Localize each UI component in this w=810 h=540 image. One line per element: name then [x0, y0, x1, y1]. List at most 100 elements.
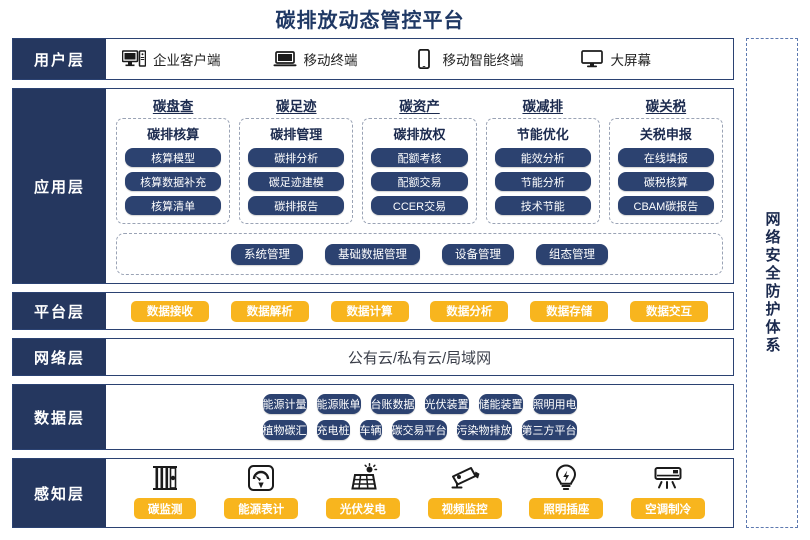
- perception-layer: 感知层 碳监测 能源表计: [12, 458, 734, 528]
- data-pill-storage-device[interactable]: 储能装置: [478, 394, 523, 414]
- app-feature-pill[interactable]: CBAM碳报告: [617, 196, 715, 215]
- platform-pill-data-analysis[interactable]: 数据分析: [430, 300, 509, 322]
- app-column-title: 碳盘查: [152, 99, 194, 114]
- data-pill-ledger-data[interactable]: 台账数据: [370, 394, 415, 414]
- perception-item-video-surveillance[interactable]: 视频监控: [427, 461, 502, 519]
- desktop-tower-icon: [122, 48, 146, 70]
- management-pill-configuration[interactable]: 组态管理: [536, 243, 608, 265]
- data-layer: 数据层 能源计量 能源账单 台账数据 光伏装置 储能装置 照明用电 植物碳汇 充…: [12, 384, 734, 450]
- management-pill-device[interactable]: 设备管理: [442, 243, 514, 265]
- data-pill-energy-bill[interactable]: 能源账单: [316, 394, 361, 414]
- laptop-icon: [273, 48, 297, 70]
- monitor-icon: [580, 48, 604, 70]
- user-item-mobile-terminal[interactable]: 移动终端: [273, 48, 358, 70]
- data-pill-pollutant-emission[interactable]: 污染物排放: [456, 420, 512, 440]
- security-system-label: 网络安全防护体系: [763, 211, 781, 355]
- app-feature-pill[interactable]: 配额考核: [371, 148, 468, 167]
- perception-item-lighting-socket[interactable]: 照明插座: [529, 461, 604, 519]
- app-column-box: 碳排核算 核算模型 核算数据补充 核算清单: [116, 118, 231, 224]
- perception-layer-body: 碳监测 能源表计 光伏发电: [106, 459, 733, 527]
- energy-meter-icon: [246, 461, 276, 493]
- app-column-carbon-reduction: 碳减排 节能优化 能效分析 节能分析 技术节能: [485, 95, 600, 224]
- solar-panel-icon: [348, 461, 378, 493]
- perception-pill[interactable]: 光伏发电: [325, 498, 400, 519]
- app-column-subtitle: 碳排管理: [270, 127, 323, 142]
- user-item-label: 移动终端: [303, 53, 358, 68]
- data-pill-carbon-trading-platform[interactable]: 碳交易平台: [391, 420, 447, 440]
- perception-pill[interactable]: 照明插座: [529, 498, 604, 519]
- app-feature-pill[interactable]: 能效分析: [494, 148, 591, 167]
- data-pill-energy-metering[interactable]: 能源计量: [262, 394, 307, 414]
- network-layer-text: 公有云/私有云/局域网: [347, 349, 492, 367]
- app-column-subtitle: 关税申报: [639, 127, 692, 142]
- data-pill-plant-carbon-sink[interactable]: 植物碳汇: [262, 420, 307, 440]
- perception-item-energy-meter[interactable]: 能源表计: [224, 461, 299, 519]
- application-layer-body: 碳盘查 碳排核算 核算模型 核算数据补充 核算清单 碳足迹 碳排管理 碳排分析 …: [106, 89, 733, 283]
- app-column-box: 节能优化 能效分析 节能分析 技术节能: [485, 118, 600, 224]
- platform-pill-data-storage[interactable]: 数据存储: [530, 300, 609, 322]
- application-layer-label: 应用层: [13, 89, 106, 283]
- network-layer-label: 网络层: [13, 339, 106, 375]
- app-feature-pill[interactable]: 碳税核算: [617, 172, 715, 191]
- app-feature-pill[interactable]: 技术节能: [494, 196, 591, 215]
- perception-pill[interactable]: 能源表计: [224, 498, 299, 519]
- app-column-box: 碳排放权 配额考核 配额交易 CCER交易: [362, 118, 477, 224]
- data-layer-row-1: 能源计量 能源账单 台账数据 光伏装置 储能装置 照明用电: [262, 394, 577, 414]
- platform-pill-data-exchange[interactable]: 数据交互: [630, 300, 709, 322]
- page-title: 碳排放动态管控平台: [275, 10, 465, 32]
- app-column-carbon-tariff: 碳关税 关税申报 在线填报 碳税核算 CBAM碳报告: [608, 95, 724, 224]
- app-column-title: 碳关税: [645, 99, 687, 114]
- data-pill-lighting-power[interactable]: 照明用电: [532, 394, 577, 414]
- app-column-subtitle: 碳排核算: [147, 127, 200, 142]
- app-feature-pill[interactable]: 碳排分析: [248, 148, 345, 167]
- data-pill-third-party-platform[interactable]: 第三方平台: [521, 420, 577, 440]
- platform-pill-data-receive[interactable]: 数据接收: [130, 300, 209, 322]
- perception-layer-label: 感知层: [13, 459, 106, 527]
- app-feature-pill[interactable]: 节能分析: [494, 172, 591, 191]
- perception-item-air-conditioning[interactable]: 空调制冷: [631, 461, 706, 519]
- management-pill-basic-data[interactable]: 基础数据管理: [325, 243, 420, 265]
- perception-pill[interactable]: 碳监测: [133, 498, 197, 519]
- perception-pill[interactable]: 空调制冷: [631, 498, 706, 519]
- app-column-carbon-asset: 碳资产 碳排放权 配额考核 配额交易 CCER交易: [362, 95, 477, 224]
- platform-pill-data-compute[interactable]: 数据计算: [330, 300, 409, 322]
- user-item-enterprise-client[interactable]: 企业客户端: [122, 48, 221, 70]
- data-pill-pv-device[interactable]: 光伏装置: [424, 394, 469, 414]
- data-layer-row-2: 植物碳汇 充电桩 车辆 碳交易平台 污染物排放 第三方平台: [262, 420, 577, 440]
- app-feature-pill[interactable]: 碳足迹建模: [248, 172, 345, 191]
- carbon-monitor-icon: [150, 461, 180, 493]
- app-feature-pill[interactable]: 核算数据补充: [125, 172, 222, 191]
- data-layer-body: 能源计量 能源账单 台账数据 光伏装置 储能装置 照明用电 植物碳汇 充电桩 车…: [106, 385, 733, 449]
- app-feature-pill[interactable]: 核算清单: [125, 196, 222, 215]
- cctv-camera-icon: [449, 461, 481, 493]
- platform-layer: 平台层 数据接收 数据解析 数据计算 数据分析 数据存储 数据交互: [12, 292, 734, 330]
- platform-layer-body: 数据接收 数据解析 数据计算 数据分析 数据存储 数据交互: [106, 293, 733, 329]
- perception-pill[interactable]: 视频监控: [427, 498, 502, 519]
- platform-pill-data-parse[interactable]: 数据解析: [230, 300, 309, 322]
- data-layer-label: 数据层: [13, 385, 106, 449]
- perception-item-pv-generation[interactable]: 光伏发电: [325, 461, 400, 519]
- data-pill-vehicle[interactable]: 车辆: [359, 420, 382, 440]
- user-layer-label: 用户层: [13, 39, 106, 79]
- air-conditioner-icon: [652, 461, 684, 493]
- app-column-box: 关税申报 在线填报 碳税核算 CBAM碳报告: [608, 118, 724, 224]
- app-feature-pill[interactable]: 在线填报: [617, 148, 715, 167]
- app-column-title: 碳资产: [399, 99, 440, 114]
- app-feature-pill[interactable]: 碳排报告: [248, 196, 345, 215]
- user-item-label: 大屏幕: [610, 53, 652, 68]
- user-item-smart-mobile-terminal[interactable]: 移动智能终端: [412, 48, 524, 70]
- app-feature-pill[interactable]: CCER交易: [371, 196, 468, 215]
- app-feature-pill[interactable]: 配额交易: [371, 172, 468, 191]
- app-column-box: 碳排管理 碳排分析 碳足迹建模 碳排报告: [239, 118, 354, 224]
- app-feature-pill[interactable]: 核算模型: [125, 148, 222, 167]
- data-pill-charging-pile[interactable]: 充电桩: [316, 420, 350, 440]
- management-pill-system[interactable]: 系统管理: [231, 243, 303, 265]
- application-layer: 应用层 碳盘查 碳排核算 核算模型 核算数据补充 核算清单 碳足迹 碳排管理: [12, 88, 734, 284]
- user-item-large-screen[interactable]: 大屏幕: [580, 48, 652, 70]
- app-column-title: 碳减排: [522, 99, 563, 114]
- perception-item-carbon-monitoring[interactable]: 碳监测: [133, 461, 197, 519]
- user-item-label: 企业客户端: [153, 53, 221, 68]
- app-column-subtitle: 节能优化: [516, 127, 569, 142]
- security-system-band: 网络安全防护体系: [746, 38, 798, 528]
